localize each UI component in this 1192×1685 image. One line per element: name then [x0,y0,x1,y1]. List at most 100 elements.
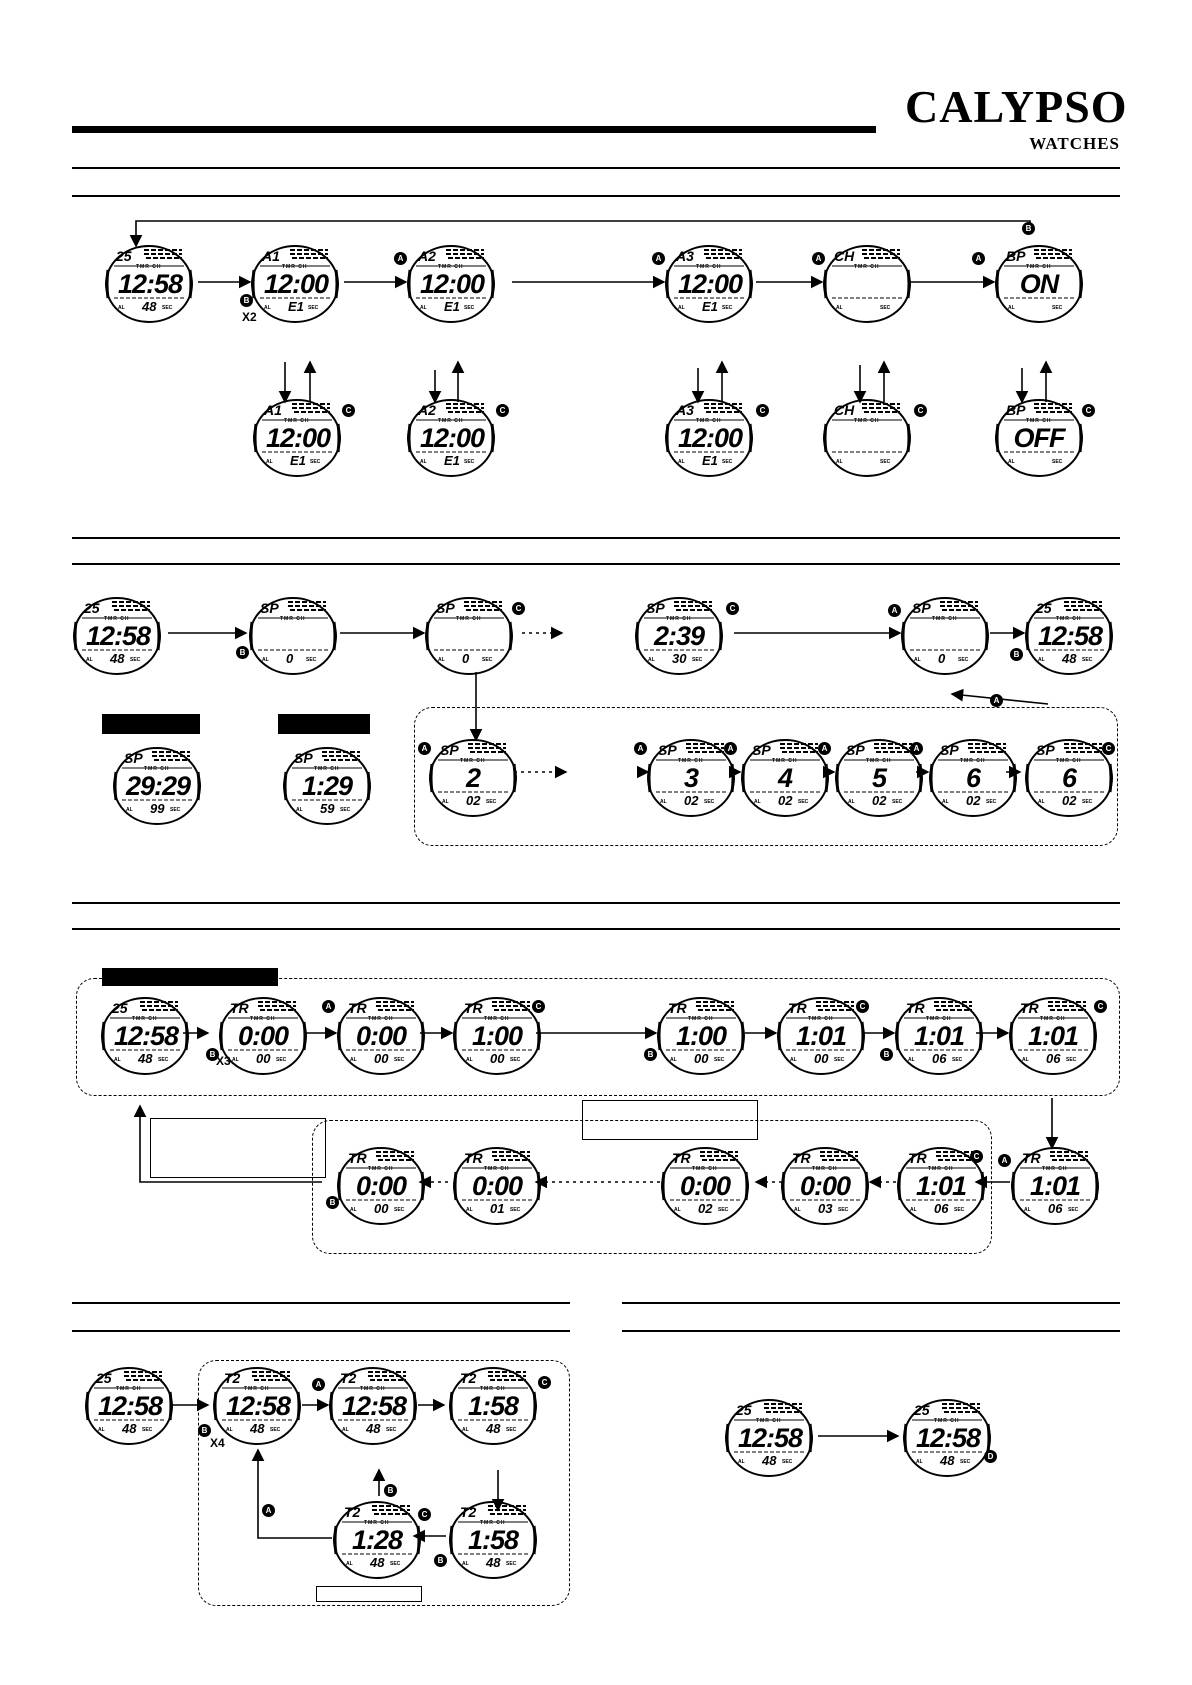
button-b-icon: B [644,1048,657,1061]
watch-outline [101,997,189,1075]
watch-top-digits: TR [230,1000,249,1016]
watch-seconds-digits: 0 [286,651,294,666]
watch-seconds-digits: 00 [374,1201,389,1216]
button-c-icon: C [342,404,355,417]
watch-top-digits: BP [1006,248,1026,264]
watch-mode-label: TMR CH [132,1016,158,1022]
watch-mode-label: TMR CH [144,766,170,772]
watch-outline [781,1147,869,1225]
note-box [316,1586,422,1602]
watch-al-label: AL [1008,459,1015,465]
watch-outline [425,597,513,675]
watch-al-label: AL [442,799,449,805]
watch-sec-label: SEC [308,305,319,311]
watch-mode-label: TMR CH [280,616,306,622]
watch-al-label: AL [462,1561,469,1567]
watch-al-label: AL [678,459,685,465]
watch-main-digits: 12:58 [114,1021,179,1051]
watch-sec-label: SEC [880,305,891,311]
watch-top-digits: SP [940,742,959,758]
watch-seconds-digits: 02 [698,1201,713,1216]
watch-seconds-digits: 02 [466,793,481,808]
watch-top-digits: T2 [344,1504,361,1520]
watch-al-label: AL [420,459,427,465]
watch-al-label: AL [98,1427,105,1433]
watch-main-digits: 12:00 [264,269,329,299]
button-b-icon: B [326,1196,339,1209]
watch-main-digits: 0:00 [679,1171,731,1201]
watch-top-digits: CH [834,402,855,418]
watch-main-digits: 6 [1061,763,1077,793]
watch-mode-label: TMR CH [678,758,704,764]
watch-sec-label: SEC [722,305,733,311]
watch-sec-label: SEC [960,1459,971,1465]
watch-sec-label: SEC [714,1057,725,1063]
watch-sec-label: SEC [1052,459,1063,465]
watch-mode-label: TMR CH [438,264,464,270]
button-a-icon: A [652,252,665,265]
label-bar [278,714,370,734]
watch-top-digits: 25 [914,1402,930,1418]
watch-sec-label: SEC [1082,799,1093,805]
watch-al-label: AL [836,459,843,465]
button-c-icon: C [496,404,509,417]
watch-sec-label: SEC [510,1057,521,1063]
watch-al-label: AL [438,657,445,663]
label-bar [102,968,278,986]
watch-outline [251,245,339,323]
note-box [150,1118,326,1178]
brand-logo: CALYPSO WATCHES [905,84,1127,154]
watch-seconds-digits: E1 [290,453,306,468]
watch-top-digits: SP [1036,742,1055,758]
dual-time-container [198,1360,570,1606]
watch-outline [329,1367,417,1445]
watch-mode-label: TMR CH [368,1166,394,1172]
watch-outline [665,399,753,477]
watch-al-label: AL [908,1057,915,1063]
watch-top-digits: TR [906,1000,925,1016]
watch-main-digits: 0:00 [355,1171,407,1201]
watch-sec-label: SEC [692,657,703,663]
watch-outline [1025,597,1113,675]
section-rule [622,1302,1120,1304]
watch-mode-label: TMR CH [1026,418,1052,424]
watch-top-digits: A1 [262,248,280,264]
button-b-icon: B [1010,648,1023,661]
beep-burst: BI [472,1228,508,1246]
watch-sec-label: SEC [162,305,173,311]
watch-top-digits: A3 [676,248,694,264]
watch-top-digits: 25 [1036,600,1052,616]
watch-seconds-digits: 01 [490,1201,505,1216]
watch-seconds-digits: 06 [1046,1051,1061,1066]
watch-al-label: AL [678,305,685,311]
watch-main-digits: 1:01 [913,1021,965,1051]
button-a-icon: A [418,742,431,755]
button-c-icon: C [532,1000,545,1013]
watch-al-label: AL [86,657,93,663]
watch-mode-label: TMR CH [866,758,892,764]
watch-seconds-digits: 48 [1062,651,1077,666]
watch-al-label: AL [674,1207,681,1213]
watch-al-label: AL [466,1207,473,1213]
button-c-icon: C [418,1508,431,1521]
watch-top-digits: TR [908,1150,927,1166]
watch-outline [407,245,495,323]
watch-outline [903,1399,991,1477]
watch-sec-label: SEC [838,1207,849,1213]
watch-sec-label: SEC [390,1561,401,1567]
watch-main-digits: 2:39 [653,621,705,651]
watch-top-digits: T2 [340,1370,357,1386]
watch-seconds-digits: E1 [444,299,460,314]
watch-al-label: AL [118,305,125,311]
watch-top-digits: A3 [676,402,694,418]
watch-al-label: AL [420,305,427,311]
watch-main-digits: 12:58 [98,1391,163,1421]
section-rule [72,537,1120,539]
